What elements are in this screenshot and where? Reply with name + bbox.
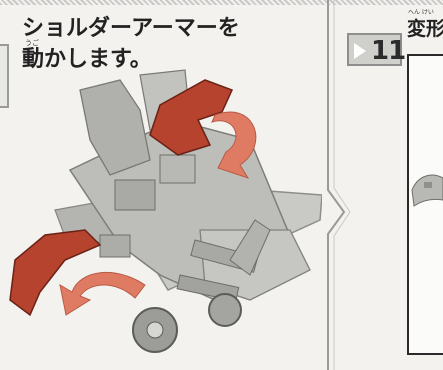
panel-detail: [114, 179, 156, 211]
previous-step-tab: [0, 44, 9, 108]
top-hatch-stripe: [0, 0, 443, 5]
wheel: [208, 293, 242, 327]
furigana: うご: [25, 39, 39, 47]
head-block: [79, 79, 151, 176]
next-step-frame: [407, 54, 443, 355]
step-number: 11: [371, 36, 406, 66]
next-step-title: 変形: [407, 18, 443, 40]
play-arrow-icon: [354, 43, 366, 59]
rotate-arrow-icon: [211, 111, 257, 179]
instruction-line-2-text: 動かします。: [22, 47, 152, 72]
shoulder-armor-upper: [149, 79, 234, 156]
step-number-badge: 11: [347, 33, 406, 66]
wheel-hub: [146, 321, 164, 339]
rotate-arrow-icon: [59, 271, 146, 316]
title-furigana: へん けい: [408, 9, 434, 16]
shoulder-armor-lower: [9, 229, 102, 317]
tail-fin: [229, 219, 271, 276]
step-instruction: ショルダーアーマーを うご 動かします。: [22, 13, 240, 75]
step-divider: [327, 0, 351, 370]
next-step-illustration: [411, 174, 443, 207]
instruction-line-1: ショルダーアーマーを: [22, 16, 240, 41]
instruction-line-2: うご 動かします。: [22, 40, 240, 75]
robot-illustration: [9, 69, 322, 353]
panel-detail: [159, 154, 196, 184]
panel-detail: [99, 234, 131, 258]
